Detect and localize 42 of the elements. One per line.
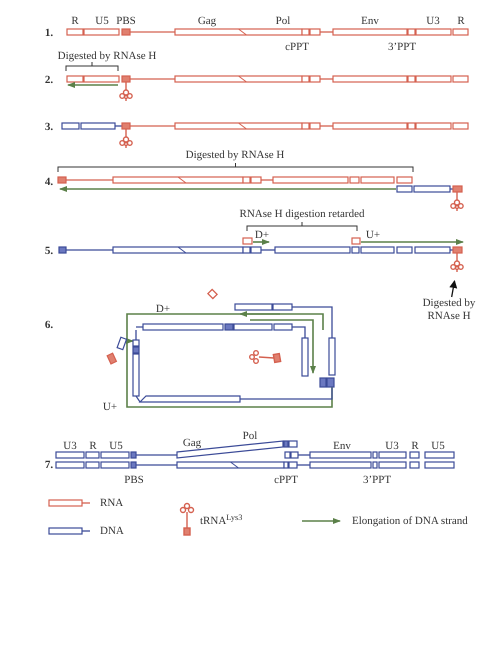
step-number: 4. (44, 176, 54, 188)
step-number: 2. (44, 74, 54, 86)
region-label: Digested by RNAse H (58, 50, 156, 62)
region-label: Gag (198, 15, 216, 27)
region-label: Env (361, 15, 379, 27)
region-label: U5 (431, 440, 445, 452)
region-label: cPPT (285, 41, 309, 53)
legend-label: DNA (100, 525, 124, 537)
region-label: cPPT (274, 474, 298, 486)
region-label: R (89, 440, 97, 452)
region-label: U+ (366, 229, 380, 241)
legend-label: tRNA$^{Lys3}$ (200, 515, 242, 527)
region-label: Gag (182, 437, 202, 449)
region-label: Env (333, 440, 351, 452)
step-number: 5. (44, 245, 54, 257)
region-label: D+ (156, 303, 170, 315)
region-label: RNAse H digestion retarded (240, 208, 364, 220)
region-label: PBS (124, 474, 144, 486)
step-number: 1. (44, 27, 54, 39)
legend-label: RNA (100, 497, 124, 509)
step-number: 3. (44, 121, 54, 133)
region-label: Digested by RNAse H (186, 149, 284, 161)
region-label: U5 (109, 440, 123, 452)
annotation-text: Digested by RNAse H (414, 297, 484, 323)
region-label: U5 (95, 15, 109, 27)
step-number: 6. (44, 319, 54, 331)
region-label: U3 (385, 440, 399, 452)
region-label: 3’PPT (388, 41, 416, 53)
region-label: Pol (276, 15, 290, 27)
region-label: 3’PPT (362, 474, 392, 486)
region-label: Pol (242, 430, 258, 442)
region-label: D+ (254, 229, 270, 241)
step-number: 7. (44, 459, 54, 471)
region-label: R (411, 440, 419, 452)
region-label: U3 (426, 15, 440, 27)
region-label: PBS (116, 15, 136, 27)
region-label: R (71, 15, 79, 27)
legend-label: Elongation of DNA strand (352, 515, 468, 527)
leader-arrow (449, 280, 458, 298)
region-label: U3 (63, 440, 77, 452)
region-label: U+ (102, 401, 118, 413)
region-label: R (457, 15, 465, 27)
